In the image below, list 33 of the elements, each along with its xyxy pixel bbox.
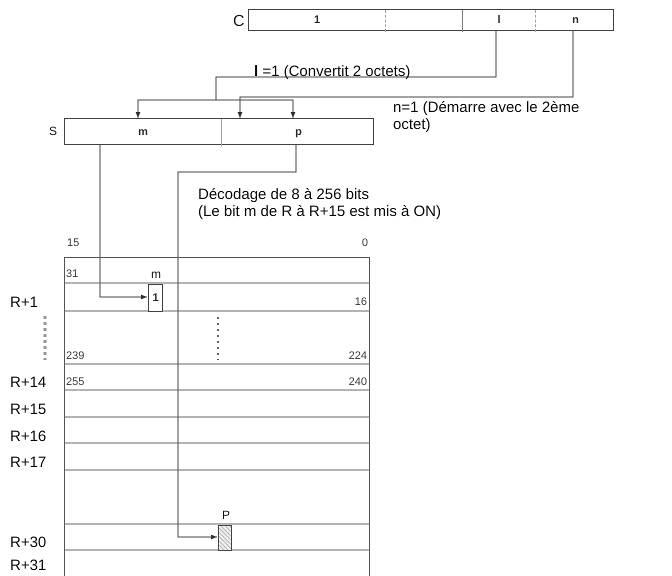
field-label: l [496,14,502,27]
register-name: m [151,267,161,281]
annotation-text: Décodage de 8 à 256 bits [198,186,369,203]
bit-number: 0 [362,237,368,250]
bit-number: 240 [348,376,367,389]
row-label: R+30 [10,534,46,551]
bit-number: 16 [354,296,367,309]
field-label: 1 [151,292,160,305]
register-name: S [49,124,58,138]
bit-number: 31 [66,268,78,281]
annotation-text: l =1 (Convertit 2 octets) [254,63,410,80]
register-table [64,257,370,576]
bit-number: 15 [67,237,80,250]
field-label: p [294,126,303,138]
row-label: R+15 [10,401,46,418]
bit-number: 255 [66,376,84,389]
row-label: R+1 [10,294,38,311]
row-label: R+17 [10,454,46,471]
field-label: m [137,126,149,138]
register-name: P [222,508,230,522]
row-label: R+31 [10,557,46,574]
field-label: 1 [312,14,322,27]
row-label: R+16 [10,428,46,445]
field-label: n [571,14,580,27]
arrow [100,144,148,300]
row-label: R+14 [10,374,46,391]
bit-number: 224 [348,350,367,363]
annotation-text: (Le bit m de R à R+15 est mis à ON) [198,203,442,220]
arrow [178,144,296,540]
register-name: C [233,13,245,31]
annotation-text: n=1 (Démarre avec le 2ème octet) [393,99,580,133]
arrow [238,30,574,118]
bit-number: 239 [66,350,84,363]
